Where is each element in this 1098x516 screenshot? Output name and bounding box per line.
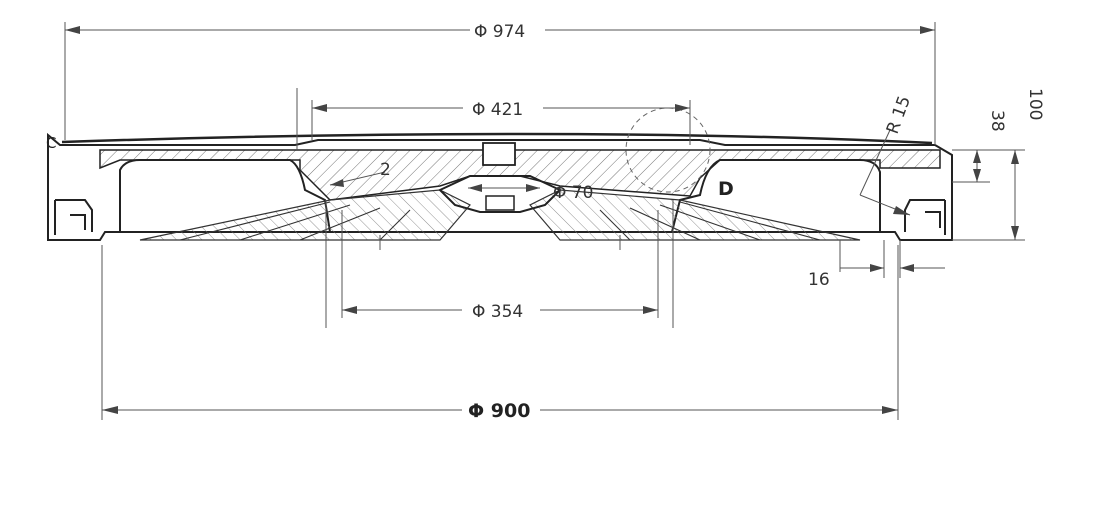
- detail-circle-d: [625, 107, 711, 193]
- top-surface-texture: [61, 132, 933, 145]
- center-hub-bottom-block: [485, 195, 515, 211]
- right-pocket: [671, 159, 881, 233]
- dimension-2: 2: [329, 160, 391, 187]
- dimension-421-text: Φ 421: [472, 100, 523, 120]
- dimension-354-text: Φ 354: [472, 302, 523, 322]
- dimension-974: Φ 974: [64, 22, 936, 145]
- dimension-70-text: Φ 70: [553, 183, 593, 203]
- dimension-70: Φ 70: [468, 183, 593, 203]
- left-rim-detail: [54, 199, 93, 235]
- dimension-2-text: 2: [380, 160, 391, 180]
- dimension-100-text: 100: [1025, 88, 1045, 120]
- rib-hatch-right: [529, 189, 861, 241]
- cover-outer-profile: [47, 132, 953, 241]
- label-d: D: [718, 178, 734, 200]
- cover-section: [47, 107, 953, 241]
- dimension-900-text: Φ 900: [468, 400, 530, 422]
- rib-hatch-left: [139, 189, 471, 241]
- center-hub: [438, 175, 562, 213]
- dimension-974-text: Φ 974: [474, 22, 525, 42]
- left-pocket: [119, 159, 331, 233]
- rib-lines: [179, 201, 821, 241]
- dimension-r15-text: R 15: [883, 93, 915, 136]
- dimension-16-text: 16: [808, 270, 830, 290]
- dimension-354: Φ 354: [325, 200, 674, 328]
- dimension-38-text: 38: [987, 110, 1007, 132]
- dimension-16: 16: [808, 240, 945, 290]
- right-rim-detail: [904, 199, 946, 235]
- dimension-height: 38 100: [952, 88, 1045, 241]
- dimension-900: Φ 900: [101, 245, 899, 422]
- label-c: C: [46, 134, 56, 152]
- center-hub-top-block: [482, 142, 516, 166]
- dimension-421: Φ 421: [296, 88, 691, 150]
